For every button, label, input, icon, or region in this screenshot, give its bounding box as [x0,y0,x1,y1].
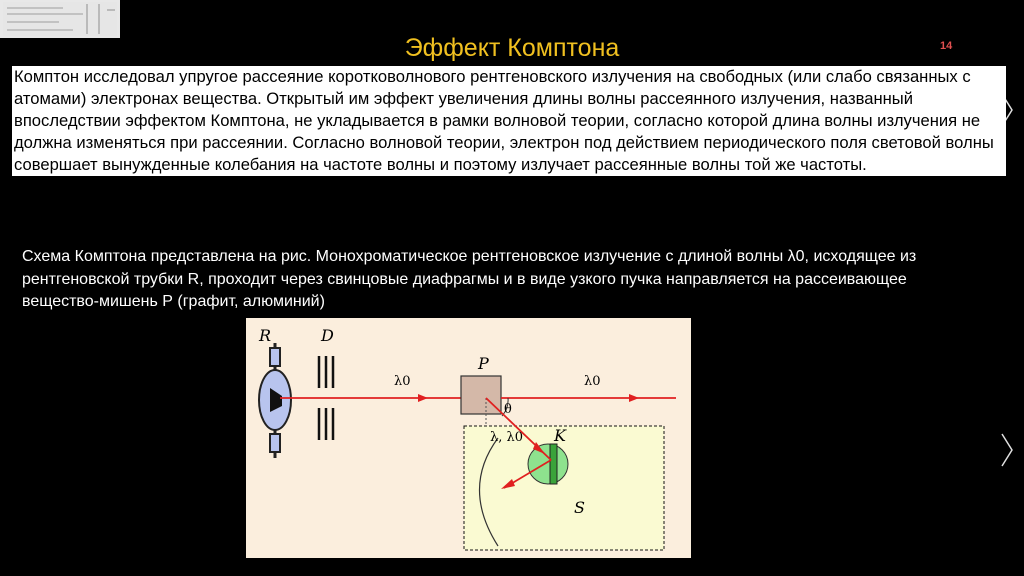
label-lambda-incident: λ0 [394,374,411,389]
label-S: S [574,498,585,517]
slide-number: 14 [940,40,953,52]
label-P: P [478,354,489,373]
angle-arc [501,397,509,417]
formula-thumbnail [0,0,120,38]
paragraph-intro: Комптон исследовал упругое рассеяние кор… [12,66,1006,176]
label-R: R [259,326,272,345]
detector-box [463,425,665,551]
crystal-arc [478,437,499,547]
paragraph-scheme: Схема Комптона представлена на рис. Моно… [22,248,917,310]
label-lambda-scattered: λ, λ0 [490,430,524,445]
incident-beam-arrow [418,394,428,402]
formula-image [3,2,117,36]
label-lambda-transmitted: λ0 [584,374,601,389]
label-angle: θ [504,402,512,417]
transmitted-beam-arrow [629,394,639,402]
target-scatterer [460,375,502,415]
lead-diaphragms [317,356,335,440]
chevron-right-icon [1001,433,1013,467]
xray-tube [258,343,292,458]
detector-crystal [549,443,558,485]
compton-diagram [258,343,676,551]
compton-scheme-figure: R D λ0 P λ0 θ λ, λ0 K S [246,318,691,558]
label-K: K [554,426,566,445]
label-D: D [321,326,334,345]
detector-circle [527,443,569,485]
slide-title: Эффект Комптона [404,34,620,62]
